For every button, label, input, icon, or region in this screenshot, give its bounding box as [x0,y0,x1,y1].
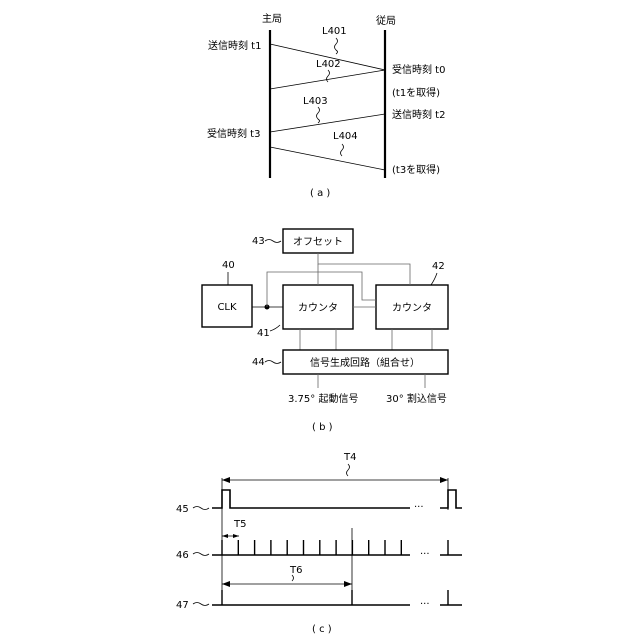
signal-46-leader [193,553,209,556]
signal-45-leader [193,507,209,510]
t6-arrow-right [344,581,352,587]
signal-47-ellipsis: ··· [420,599,430,610]
signal-45-wave-end [440,490,462,508]
label-send-t1: 送信時刻 t1 [208,39,261,52]
label-l402: L402 [316,59,341,70]
label-get-t3: (t3を取得) [392,164,440,176]
label-recv-t3: 受信時刻 t3 [207,127,260,140]
squiggle-l401 [335,38,338,54]
label-l403: L403 [303,96,328,107]
t6-label: T6 [289,565,302,576]
slave-label: 従局 [376,14,396,27]
label-send-t2: 送信時刻 t2 [392,108,445,121]
counter-1-ref: 41 [257,328,270,339]
caption-c: ( c ) [312,624,332,635]
master-label: 主局 [262,13,282,25]
signal-gen-label: 信号生成回路（組合せ） [310,356,420,369]
counter-2-ref: 42 [432,261,445,272]
t6-arrow-left [222,581,230,587]
message-l402 [270,70,385,89]
message-l403 [270,114,385,132]
squiggle-l403 [317,107,320,123]
t5-arrow-left [222,534,228,538]
output-1-label: 3.75° 起動信号 [288,392,358,405]
t4-label: T4 [343,452,356,463]
signal-45-ref: 45 [176,504,189,515]
counter-1-ref-leader [270,325,280,331]
signal-gen-ref-leader [265,361,281,364]
squiggle-l402 [327,70,330,82]
message-l404 [270,147,385,170]
t4-arrow-left [222,477,230,483]
t4-leader [347,464,350,476]
signal-47-leader [193,603,209,606]
signal-45-ellipsis: ··· [414,502,424,513]
panel-a: 主局 従局 L401 L402 L403 L404 送信時刻 t1 受信時刻 t… [207,13,445,199]
label-get-t1: (t1を取得) [392,87,440,99]
offset-ref-leader [265,240,281,243]
wire-offset-down [318,253,410,285]
panel-b: オフセット 43 CLK 40 カウンタ 41 カウンタ 42 信号生成回路（組… [202,229,448,433]
t5-arrow-right [233,534,239,538]
clk-ref: 40 [222,260,235,271]
signal-46-ellipsis: ··· [420,549,430,560]
signal-45-wave [212,490,410,508]
panel-c: T4 45 ··· T5 46 ··· T6 47 [176,452,462,635]
squiggle-l404 [341,144,344,156]
t5-label: T5 [233,519,246,530]
offset-label: オフセット [293,236,343,248]
signal-46-pulses [222,540,401,555]
counter-2-ref-leader [431,273,437,285]
label-l401: L401 [322,26,347,37]
label-l404: L404 [333,131,358,142]
output-2-label: 30° 割込信号 [386,392,447,405]
caption-a: ( a ) [310,188,330,199]
offset-ref: 43 [252,236,265,247]
counter-1-label: カウンタ [298,302,338,314]
t4-arrow-right [440,477,448,483]
signal-47-ref: 47 [176,600,189,611]
signal-gen-ref: 44 [252,357,265,368]
label-recv-t0: 受信時刻 t0 [392,63,445,76]
caption-b: ( b ) [312,422,333,433]
counter-2-label: カウンタ [392,302,432,314]
clk-label: CLK [217,302,237,313]
signal-46-ref: 46 [176,550,189,561]
